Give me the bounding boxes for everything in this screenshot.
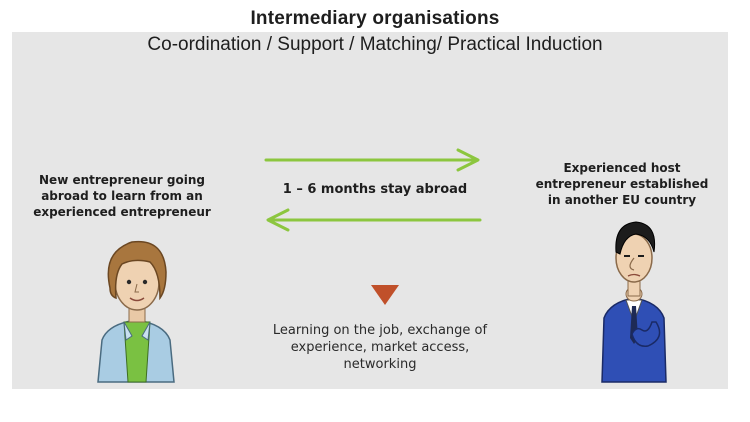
host-entrepreneur-illustration xyxy=(601,221,667,383)
arrow-left xyxy=(266,208,482,232)
outcome-text: Learning on the job, exchange of experie… xyxy=(272,323,488,372)
diagram-subtitle: Co-ordination / Support / Matching/ Prac… xyxy=(147,34,603,55)
stay-duration-label: 1 – 6 months stay abroad xyxy=(282,182,468,197)
new-entrepreneur-label: New entrepreneur going abroad to learn f… xyxy=(33,173,211,219)
diagram-title: Intermediary organisations xyxy=(250,8,500,29)
host-entrepreneur-label: Experienced host entrepreneur establishe… xyxy=(535,161,709,207)
young-entrepreneur-illustration xyxy=(97,240,175,383)
arrow-right xyxy=(264,148,480,172)
header: Intermediary organisations Co-ordination… xyxy=(0,6,750,58)
down-triangle-icon xyxy=(371,285,399,305)
